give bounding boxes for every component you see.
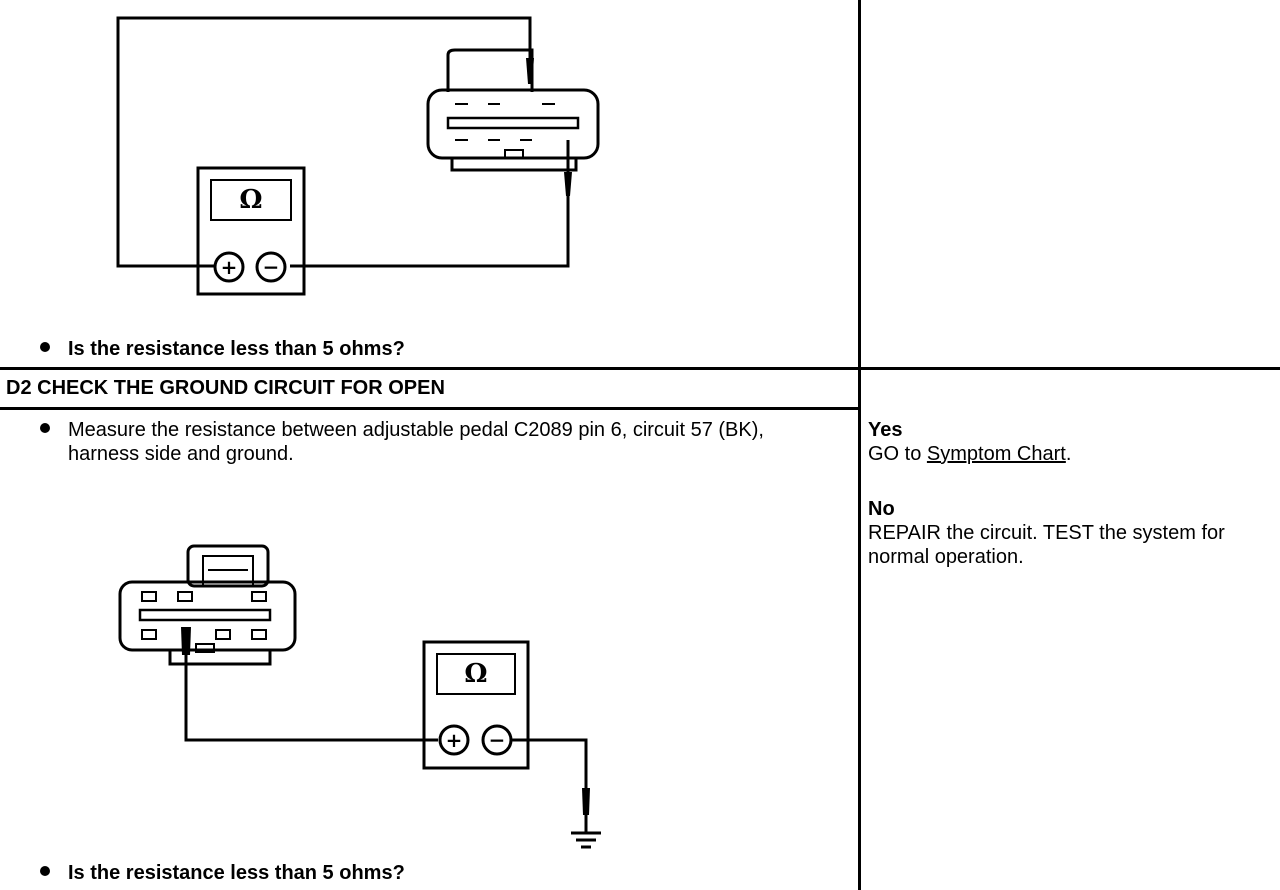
d2-minus-symbol: − [489,728,506,752]
yes-label: Yes [868,419,903,441]
d1-question: Is the resistance less than 5 ohms? [40,338,405,361]
yes-action: GO to Symptom Chart. [868,443,1072,465]
d1-ohm-symbol: Ω [239,185,262,215]
no-label: No [868,498,895,520]
row-divider-top [0,367,1280,370]
d2-wiring-diagram: Ω + − [118,544,601,849]
d2-plus-symbol: + [446,728,463,752]
symptom-chart-link[interactable]: Symptom Chart [926,443,1066,465]
result-yes: Yes GO to Symptom Chart. [868,418,1268,466]
d1-wiring-diagram: Ω + − [116,16,600,296]
d1-minus-symbol: − [263,255,280,279]
d2-ohm-symbol: Ω [464,659,487,689]
d2-question: Is the resistance less than 5 ohms? [40,862,405,885]
step-d2-title: D2 CHECK THE GROUND CIRCUIT FOR OPEN [6,377,445,399]
d1-plus-symbol: + [221,255,238,279]
no-action: REPAIR the circuit. TEST the system for … [868,522,1225,568]
result-no: No REPAIR the circuit. TEST the system f… [868,497,1268,569]
column-divider [858,0,861,890]
bullet-icon [40,866,50,876]
d2-instruction: Measure the resistance between adjustabl… [40,418,840,466]
bullet-icon [40,423,50,433]
bullet-icon [40,342,50,352]
title-underline [0,407,860,410]
